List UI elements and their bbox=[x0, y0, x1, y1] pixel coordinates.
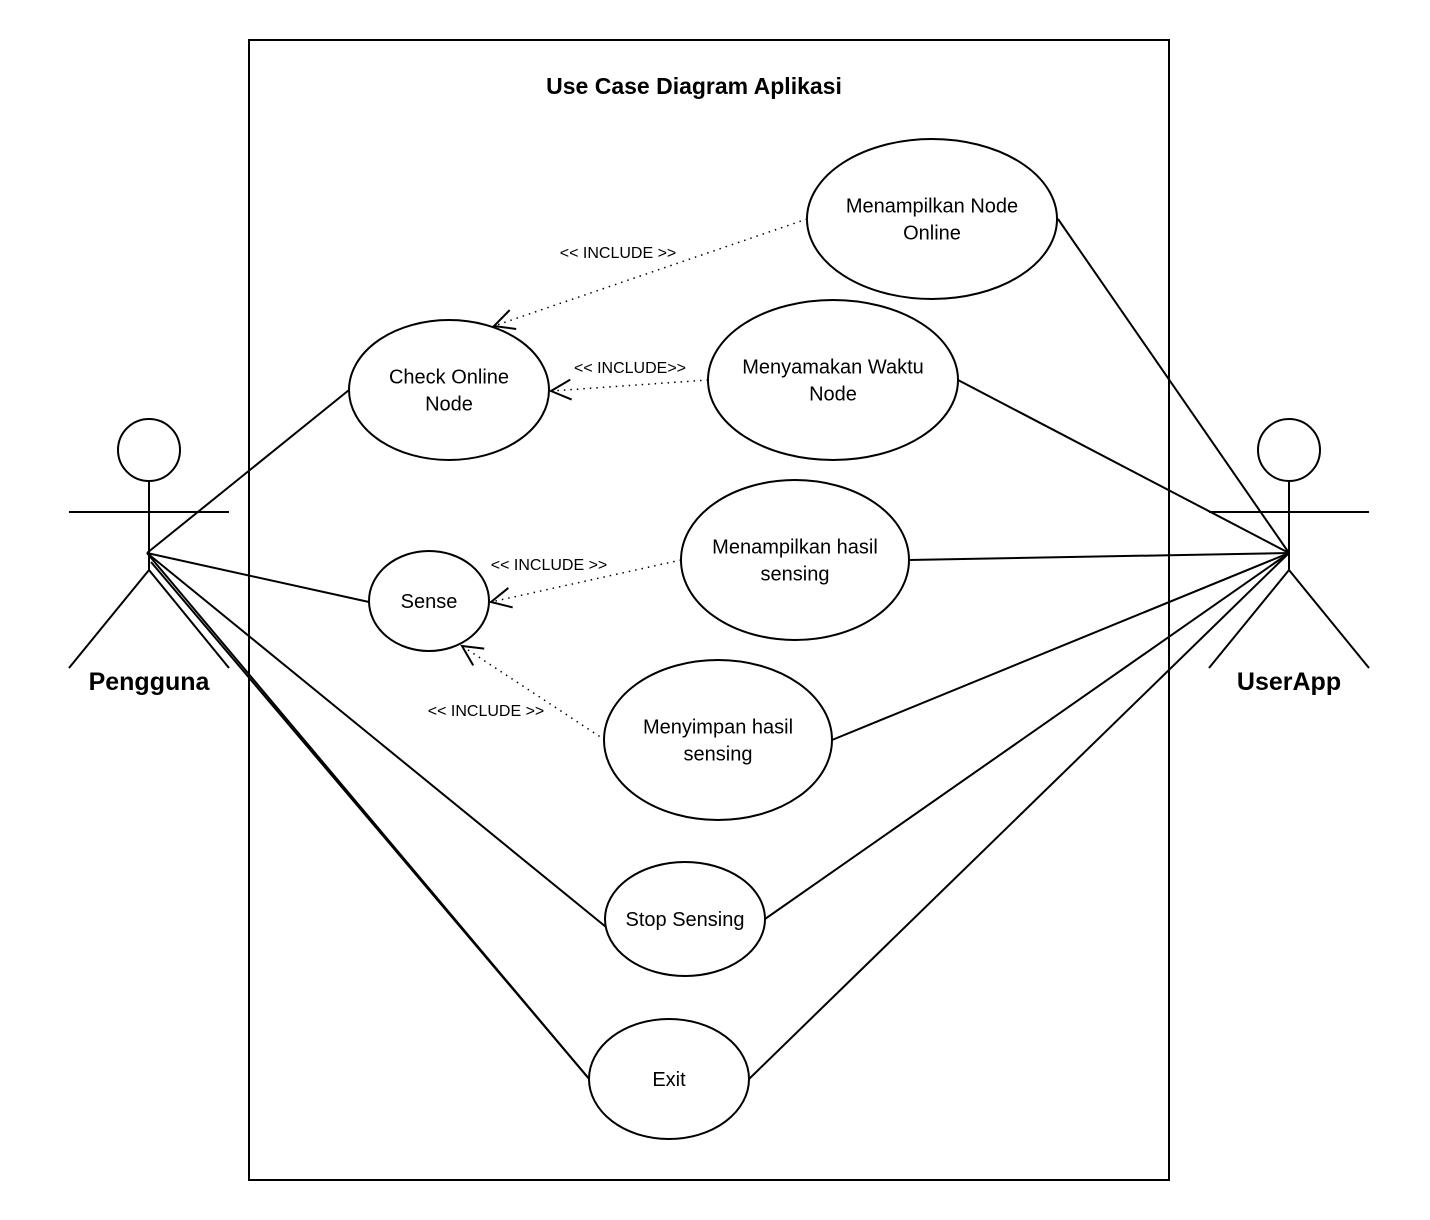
include-line bbox=[493, 218, 808, 327]
include-arrowhead bbox=[488, 587, 513, 609]
use-case-ellipse bbox=[588, 1018, 750, 1140]
use-case-menyimpan-hasil-sensing[interactable]: Menyimpan hasil sensing bbox=[603, 659, 833, 821]
use-case-ellipse bbox=[707, 299, 959, 461]
include-line bbox=[461, 645, 606, 741]
actor-head bbox=[1257, 418, 1321, 482]
use-case-label: Menyimpan hasil bbox=[643, 717, 793, 739]
use-case-label: sensing bbox=[761, 564, 830, 586]
use-case-exit[interactable]: Exit bbox=[588, 1018, 750, 1140]
actor-label-pengguna: Pengguna bbox=[89, 668, 211, 696]
association-pengguna-stop-sensing bbox=[146, 552, 607, 928]
use-case-label: Check Online bbox=[389, 367, 509, 389]
association-pengguna-check-online-node bbox=[146, 389, 350, 554]
association-userapp-menyimpan-hasil-sensing bbox=[831, 552, 1290, 741]
actor-right-leg bbox=[148, 569, 230, 669]
use-case-label: Node bbox=[425, 394, 473, 416]
include-line bbox=[550, 379, 709, 392]
use-case-label: Menampilkan hasil bbox=[712, 537, 878, 559]
include-arrowhead bbox=[491, 309, 517, 330]
association-userapp-menyamakan-waktu-node bbox=[957, 379, 1290, 554]
actor-label-userapp: UserApp bbox=[1237, 668, 1341, 696]
association-userapp-exit bbox=[747, 552, 1290, 1081]
actor-left-leg bbox=[1208, 569, 1290, 669]
use-case-ellipse bbox=[604, 861, 766, 977]
use-case-ellipse bbox=[368, 550, 490, 652]
actor-head bbox=[117, 418, 181, 482]
use-case-menampilkan-hasil-sensing[interactable]: Menampilkan hasil sensing bbox=[680, 479, 910, 641]
use-case-label: Exit bbox=[652, 1069, 686, 1091]
include-arrowhead bbox=[548, 378, 573, 401]
use-case-label: Node bbox=[809, 384, 857, 406]
actor-userapp[interactable]: UserApp bbox=[1208, 418, 1370, 696]
use-case-label: Sense bbox=[401, 591, 458, 613]
use-case-label: Online bbox=[903, 223, 961, 245]
association-pengguna-exit-secondary bbox=[150, 561, 591, 1081]
include-menyimpan-hasil-sensing-to-sense: << INCLUDE >> bbox=[428, 644, 606, 741]
association-pengguna-sense bbox=[146, 552, 370, 603]
include-label: << INCLUDE >> bbox=[428, 703, 545, 720]
system-boundary bbox=[248, 39, 1170, 1181]
include-relationships: << INCLUDE >> << INCLUDE>> << INCLUDE >> <<… bbox=[428, 218, 808, 741]
include-arrowhead bbox=[460, 644, 485, 666]
use-case-ellipse bbox=[806, 138, 1058, 300]
use-case-label: Menampilkan Node bbox=[846, 196, 1018, 218]
include-menampilkan-node-online-to-check-online-node: << INCLUDE >> bbox=[491, 218, 808, 330]
use-case-ellipse bbox=[603, 659, 833, 821]
association-userapp-stop-sensing bbox=[764, 552, 1290, 920]
include-menyamakan-waktu-node-to-check-online-node: << INCLUDE>> bbox=[548, 360, 709, 401]
use-case-sense[interactable]: Sense bbox=[368, 550, 490, 652]
association-userapp-menampilkan-hasil-sensing bbox=[908, 552, 1290, 561]
use-case-ellipse bbox=[680, 479, 910, 641]
use-case-label: Menyamakan Waktu bbox=[742, 357, 924, 379]
use-case-ellipse bbox=[348, 319, 550, 461]
actor-left-leg bbox=[68, 569, 150, 669]
association-lines bbox=[146, 218, 1290, 1081]
actor-pengguna[interactable]: Pengguna bbox=[68, 418, 230, 696]
use-case-stop-sensing[interactable]: Stop Sensing bbox=[604, 861, 766, 977]
include-label: << INCLUDE>> bbox=[574, 360, 686, 377]
use-case-label: sensing bbox=[684, 744, 753, 766]
include-label: << INCLUDE >> bbox=[560, 245, 677, 262]
include-menampilkan-hasil-sensing-to-sense: << INCLUDE >> bbox=[488, 557, 682, 609]
use-case-label: Stop Sensing bbox=[626, 909, 745, 931]
include-label: << INCLUDE >> bbox=[491, 557, 608, 574]
actor-right-leg bbox=[1288, 569, 1370, 669]
association-userapp-menampilkan-node-online bbox=[1057, 218, 1290, 554]
diagram-title: Use Case Diagram Aplikasi bbox=[546, 73, 842, 99]
